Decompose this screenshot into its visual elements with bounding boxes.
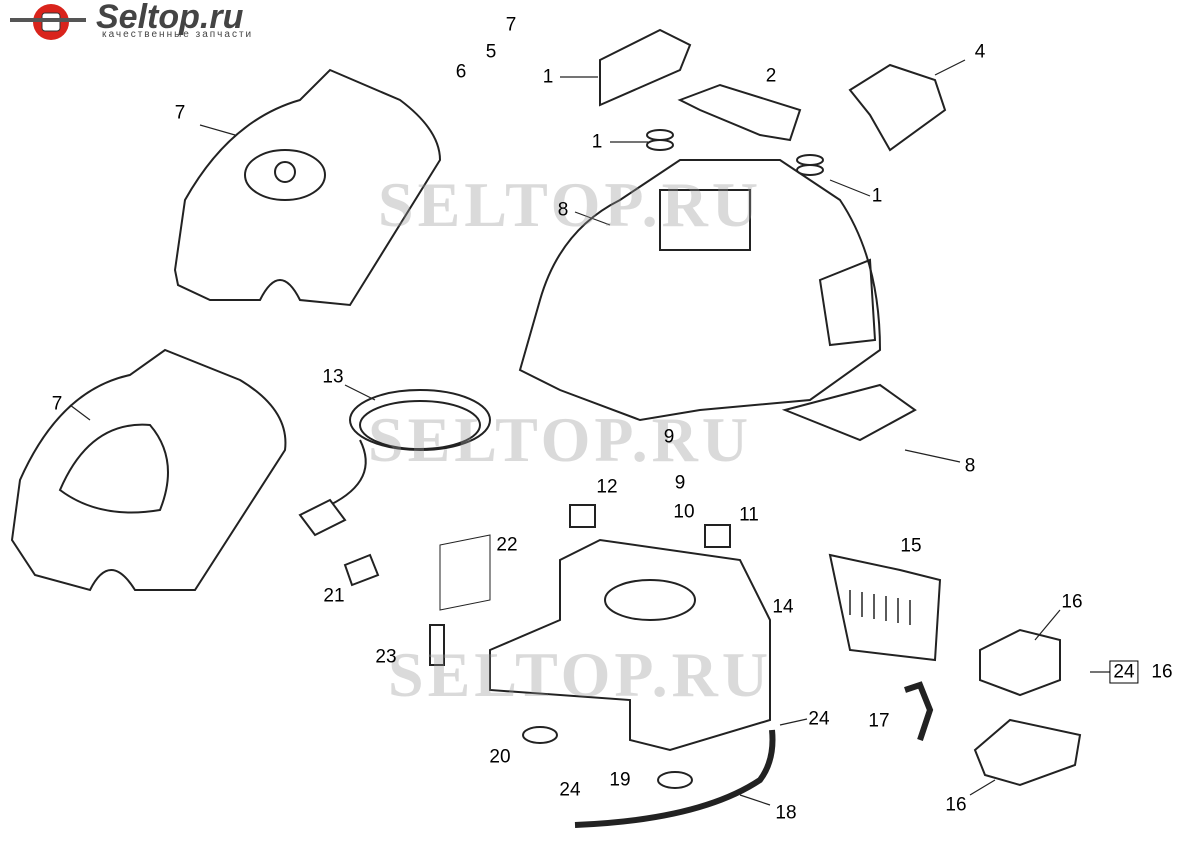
- pump-bracket-part: [973, 718, 1082, 787]
- callout-1: 1: [591, 131, 603, 153]
- callout-9: 9: [663, 426, 675, 448]
- callout-1: 1: [871, 185, 883, 207]
- base-plate-part: [781, 383, 917, 442]
- watermark: SELTOP.RU: [367, 404, 753, 475]
- callout-24: 24: [1109, 660, 1139, 684]
- callout-1: 1: [542, 66, 554, 88]
- callout-24: 24: [559, 779, 581, 801]
- seal-ring-19: [657, 771, 693, 789]
- callout-6: 6: [455, 61, 467, 83]
- callout-7: 7: [505, 14, 517, 36]
- logo-subtitle: качественные запчасти: [102, 29, 254, 40]
- thermostat-part: [343, 553, 380, 587]
- callout-16: 16: [945, 794, 967, 816]
- callout-4: 4: [974, 41, 986, 63]
- seltop-logo[interactable]: Seltop.ru качественные запчасти: [6, 0, 306, 42]
- callout-14: 14: [772, 596, 794, 618]
- pump-part: [979, 628, 1061, 697]
- callout-7: 7: [51, 393, 63, 415]
- fuse-part: [429, 624, 445, 666]
- callout-22: 22: [496, 534, 518, 556]
- hose-part: [574, 729, 776, 828]
- callout-16: 16: [1151, 661, 1173, 683]
- fist-wrench-icon: [10, 4, 86, 40]
- seal-ring-20: [522, 726, 558, 744]
- watermark: SELTOP.RU: [377, 169, 763, 240]
- callout-20: 20: [489, 746, 511, 768]
- callout-11: 11: [739, 504, 759, 526]
- rear-cap-part: [848, 63, 947, 152]
- callout-17: 17: [868, 710, 890, 732]
- callout-7: 7: [174, 102, 186, 124]
- callout-10: 10: [673, 501, 695, 523]
- handle-part: [677, 83, 802, 142]
- callout-18: 18: [775, 802, 797, 824]
- callout-16: 16: [1061, 591, 1083, 613]
- callout-9: 9: [674, 472, 686, 494]
- callout-13: 13: [322, 366, 344, 388]
- callout-8: 8: [557, 199, 569, 221]
- hose-fitting-part: [904, 681, 934, 741]
- grille-part: [828, 553, 942, 662]
- watermark: SELTOP.RU: [387, 639, 773, 710]
- callout-2: 2: [765, 65, 777, 87]
- callout-21: 21: [323, 585, 345, 607]
- bottom-cover-part: [10, 348, 287, 592]
- switch-12: [569, 504, 596, 528]
- callout-12: 12: [596, 476, 618, 498]
- callout-24: 24: [808, 708, 830, 730]
- callout-19: 19: [609, 769, 631, 791]
- top-cover-part: [173, 68, 442, 307]
- base-frame-part: [489, 538, 771, 752]
- handle-cap-part: [599, 28, 692, 107]
- callout-23: 23: [375, 646, 397, 668]
- callout-15: 15: [900, 535, 922, 557]
- callout-8: 8: [964, 455, 976, 477]
- switch-11: [704, 524, 731, 548]
- callout-5: 5: [485, 41, 497, 63]
- logo-title: Seltop.ru: [96, 0, 244, 36]
